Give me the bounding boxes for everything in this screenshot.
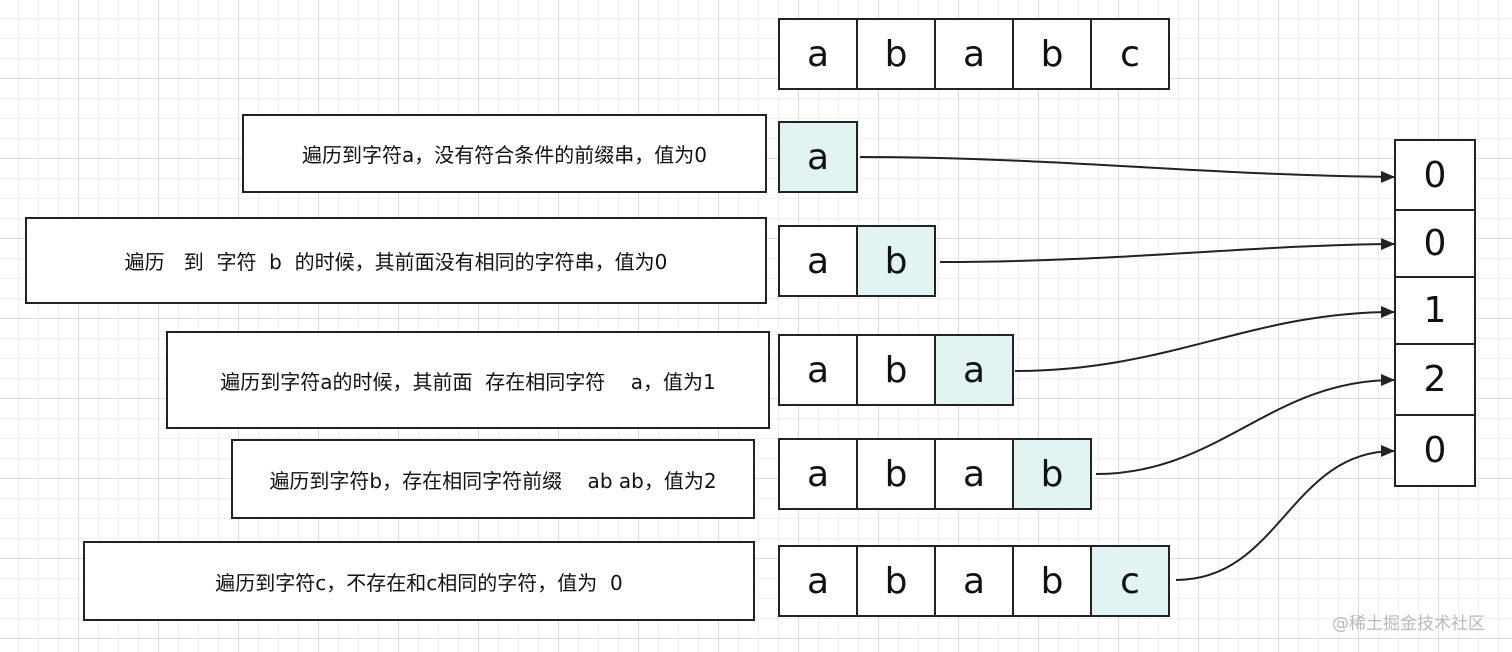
current-char-cell: b xyxy=(856,225,936,297)
current-char-cell: b xyxy=(1012,438,1092,510)
watermark: @稀土掘金技术社区 xyxy=(1332,614,1485,634)
note-text-3: 遍历到字符a的时候，其前面 存在相同字符 a，值为1 xyxy=(220,369,716,394)
prefix-char-cell: b xyxy=(856,334,936,406)
next-value-cell: 0 xyxy=(1394,139,1476,211)
note-text-2: 遍历 到 字符 b 的时候，其前面没有相同的字符串，值为0 xyxy=(124,250,668,274)
prefix-char-cell: a xyxy=(778,334,858,406)
prefix-char-cell: a xyxy=(934,438,1014,510)
note-box-3: 遍历到字符a的时候，其前面 存在相同字符 a，值为1 xyxy=(166,331,770,429)
note-text-4: 遍历到字符b，存在相同字符前缀 ab ab，值为2 xyxy=(269,468,717,493)
note-text-5: 遍历到字符c，不存在和c相同的字符，值为 0 xyxy=(215,570,623,595)
top-string-cell: b xyxy=(856,18,936,90)
prefix-char-cell: b xyxy=(856,545,936,617)
arrow-row-5 xyxy=(1175,445,1395,581)
current-char-cell: a xyxy=(934,334,1014,406)
current-char-cell: c xyxy=(1090,545,1170,617)
prefix-char-cell: b xyxy=(856,438,936,510)
top-string-cell: a xyxy=(778,18,858,90)
current-char-cell: a xyxy=(778,121,858,193)
next-value-cell: 0 xyxy=(1394,209,1476,278)
note-box-2: 遍历 到 字符 b 的时候，其前面没有相同的字符串，值为0 xyxy=(25,217,767,304)
arrow-row-1 xyxy=(859,156,1395,183)
arrow-row-2 xyxy=(939,238,1395,263)
prefix-char-cell: b xyxy=(1012,545,1092,617)
arrow-row-3 xyxy=(1014,306,1395,372)
note-box-4: 遍历到字符b，存在相同字符前缀 ab ab，值为2 xyxy=(231,439,755,519)
next-value-cell: 0 xyxy=(1394,414,1476,487)
top-string-cell: a xyxy=(934,18,1014,90)
next-value-cell: 2 xyxy=(1394,343,1476,416)
arrow-row-4 xyxy=(1095,374,1395,475)
note-box-1: 遍历到字符a，没有符合条件的前缀串，值为0 xyxy=(242,114,767,193)
note-text-1: 遍历到字符a，没有符合条件的前缀串，值为0 xyxy=(302,143,707,167)
prefix-char-cell: a xyxy=(778,225,858,297)
top-string-cell: c xyxy=(1090,18,1170,90)
note-box-5: 遍历到字符c，不存在和c相同的字符，值为 0 xyxy=(83,541,755,621)
